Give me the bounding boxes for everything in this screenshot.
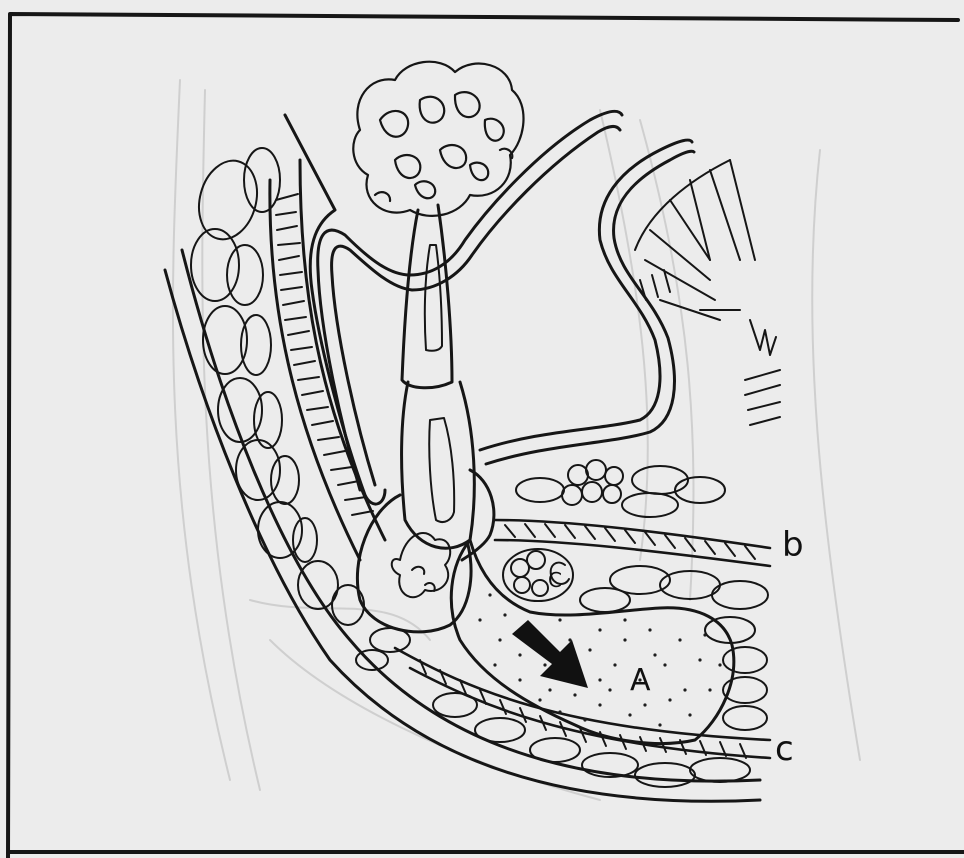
label-a: A [630,663,651,698]
label-b: b [782,525,804,565]
label-c: c [775,729,794,769]
label-inner-c: C [548,568,562,592]
